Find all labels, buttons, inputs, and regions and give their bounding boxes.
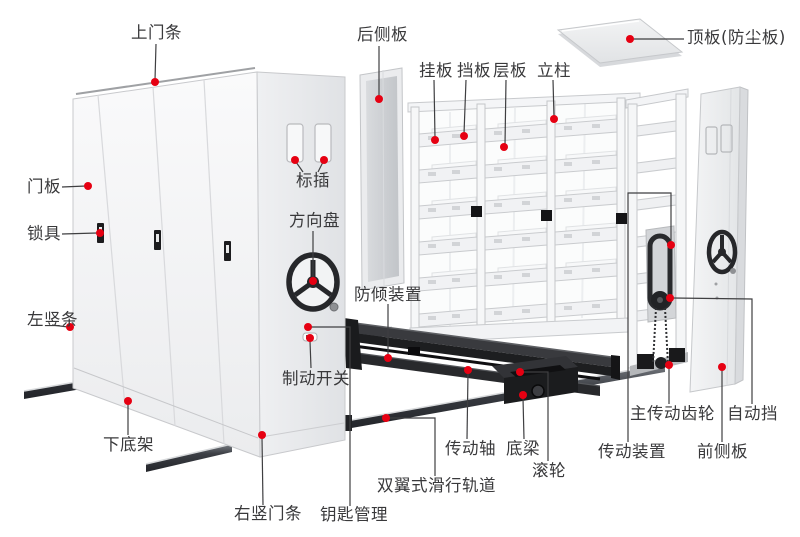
chassis-end-box bbox=[492, 356, 578, 404]
dot-auto-stop bbox=[666, 294, 674, 302]
chassis-left-cap bbox=[344, 318, 362, 370]
floor-rail-left-lower bbox=[145, 443, 233, 472]
label-top-door-strip: 上门条 bbox=[131, 23, 182, 42]
dot-drive-shaft bbox=[464, 366, 472, 374]
label-front-side-panel: 前侧板 bbox=[697, 442, 748, 461]
label-right-vertical-door-strip: 右竖门条 bbox=[234, 504, 302, 523]
leader-double-wing-rail bbox=[389, 417, 436, 476]
leader-brake-switch bbox=[309, 340, 312, 369]
dot-column bbox=[550, 115, 558, 123]
transmission-frame bbox=[625, 88, 689, 376]
dot-main-drive-gear bbox=[665, 361, 673, 369]
top-dust-panel bbox=[556, 18, 684, 67]
leader-label-insert-b bbox=[317, 161, 324, 173]
label-slot-small-2 bbox=[720, 124, 733, 153]
callout-dots bbox=[66, 35, 726, 439]
cabinet-front-face bbox=[72, 71, 261, 458]
dot-label-insert-2 bbox=[320, 156, 328, 164]
rear-side-panel bbox=[359, 67, 405, 291]
label-drive-shaft: 传动轴 bbox=[445, 439, 496, 458]
leader-label-insert-a bbox=[295, 161, 304, 173]
dot-front-side-panel bbox=[718, 363, 726, 371]
leader-baffle-board bbox=[463, 79, 467, 135]
dot-roller bbox=[516, 368, 524, 376]
label-top-panel: 顶板(防尘板) bbox=[687, 28, 786, 47]
leader-column bbox=[552, 79, 555, 118]
label-key-management: 钥匙管理 bbox=[320, 505, 388, 524]
label-lock: 锁具 bbox=[27, 224, 61, 243]
shelf-rows bbox=[418, 114, 618, 328]
top-door-strip bbox=[75, 67, 256, 95]
leader-auto-stop bbox=[672, 297, 753, 404]
front-side-panel bbox=[689, 86, 749, 393]
dot-top-panel bbox=[626, 35, 634, 43]
dot-brake-switch bbox=[306, 334, 314, 342]
dot-bottom-frame bbox=[124, 397, 132, 405]
dot-rear-side-panel bbox=[375, 95, 383, 103]
steering-wheel-small bbox=[706, 229, 738, 275]
leader-left-vertical-strip bbox=[51, 324, 69, 328]
dot-steering-wheel bbox=[309, 277, 317, 285]
dot-hanging-board bbox=[431, 136, 439, 144]
dot-transmission-device bbox=[667, 241, 675, 249]
label-bottom-frame: 下底架 bbox=[103, 435, 154, 454]
leader-hanging-board bbox=[433, 79, 436, 139]
label-label-insert: 标插 bbox=[296, 171, 330, 190]
dot-door-panel bbox=[84, 182, 92, 190]
chassis-rear-bar bbox=[347, 322, 619, 368]
rail-end-stop bbox=[341, 415, 352, 431]
dot-left-vertical-strip bbox=[66, 323, 74, 331]
leader-drive-shaft bbox=[466, 372, 469, 440]
leader-transmission-device bbox=[627, 192, 672, 442]
door-seams bbox=[97, 79, 225, 445]
roller bbox=[531, 384, 545, 398]
label-anti-tilt-device: 防倾装置 bbox=[354, 285, 422, 304]
dot-bottom-beam bbox=[519, 391, 527, 399]
frame-foot-right bbox=[669, 348, 685, 362]
label-shelf-board: 层板 bbox=[493, 61, 527, 80]
label-main-drive-gear: 主传动齿轮 bbox=[630, 404, 715, 423]
label-roller: 滚轮 bbox=[532, 461, 566, 480]
label-baffle-board: 挡板 bbox=[457, 61, 491, 80]
bottom-frame-seam bbox=[73, 367, 259, 439]
leader-lock bbox=[61, 232, 98, 235]
dot-label-insert-1 bbox=[291, 156, 299, 164]
chain-drive bbox=[645, 225, 677, 369]
label-steering-wheel: 方向盘 bbox=[289, 211, 340, 230]
label-slot-small-1 bbox=[705, 126, 718, 155]
label-rear-side-panel: 后侧板 bbox=[357, 25, 408, 44]
shelf-stop-blocks bbox=[471, 206, 627, 224]
dot-baffle-board bbox=[460, 132, 468, 140]
dot-key-management bbox=[304, 323, 312, 331]
dot-lock bbox=[96, 229, 104, 237]
label-double-wing-sliding-rail: 双翼式滑行轨道 bbox=[377, 476, 496, 495]
label-auto-stop: 自动挡 bbox=[727, 404, 778, 423]
leader-roller bbox=[523, 371, 549, 461]
label-bottom-beam: 底梁 bbox=[506, 439, 540, 458]
callout-lines bbox=[51, 38, 753, 506]
label-door-panel: 门板 bbox=[27, 177, 61, 196]
dot-double-wing-rail bbox=[382, 414, 390, 422]
leader-top-door-strip bbox=[154, 43, 157, 81]
leader-key-management bbox=[311, 326, 351, 506]
leader-shelf-board bbox=[504, 79, 507, 146]
dot-right-vertical-door-strip bbox=[258, 431, 266, 439]
leader-door-panel bbox=[61, 185, 87, 188]
label-left-vertical-strip: 左竖条 bbox=[27, 310, 78, 329]
shelving-unit bbox=[407, 92, 641, 344]
leader-bottom-beam bbox=[522, 397, 525, 440]
dot-anti-tilt bbox=[384, 354, 392, 362]
label-transmission-device: 传动装置 bbox=[598, 442, 666, 461]
left-cabinet bbox=[72, 67, 346, 458]
wheel-handle-knob bbox=[329, 302, 339, 312]
frame-foot-left bbox=[637, 354, 654, 369]
label-brake-switch: 制动开关 bbox=[282, 369, 350, 388]
label-hanging-board: 挂板 bbox=[419, 61, 453, 80]
leader-right-vertical-door-strip bbox=[261, 437, 264, 506]
dot-shelf-board bbox=[500, 143, 508, 151]
dot-top-door-strip bbox=[151, 78, 159, 86]
label-column: 立柱 bbox=[537, 61, 571, 80]
